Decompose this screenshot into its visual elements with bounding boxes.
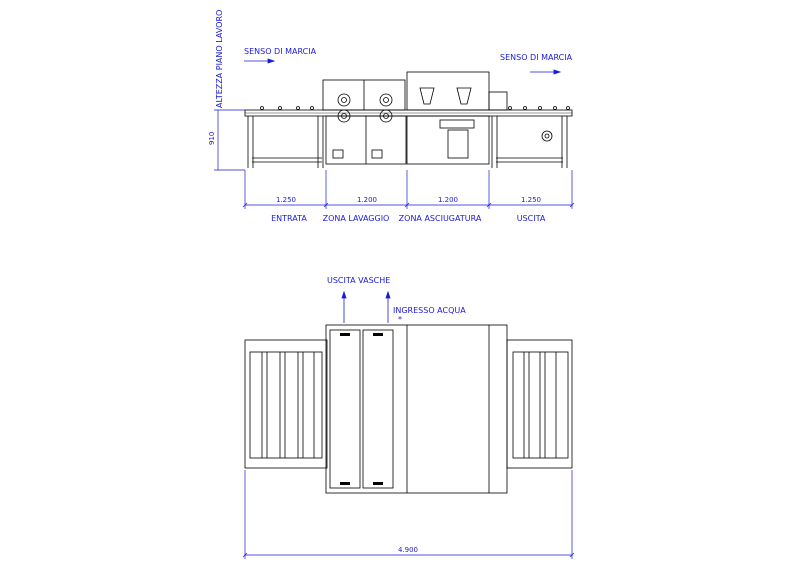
water-inlet-mark: *: [398, 315, 402, 324]
tank-outlet-label: USCITA VASCHE: [327, 276, 390, 285]
height-value: 910: [208, 132, 216, 145]
zone-name-asciugatura: ZONA ASCIUGATURA: [399, 214, 482, 223]
zone-length-4: 1.250: [521, 196, 541, 204]
total-length-value: 4.900: [398, 546, 418, 554]
zone-length-1: 1.250: [276, 196, 296, 204]
direction-label-left: SENSO DI MARCIA: [244, 47, 317, 56]
zone-name-entrata: ENTRATA: [271, 214, 307, 223]
work-height-label: ALTEZZA PIANO LAVORO: [215, 10, 224, 108]
door-handles: [340, 333, 383, 485]
zone-length-2: 1.200: [357, 196, 377, 204]
total-length-dimension: [242, 470, 575, 559]
plan-view: [244, 324, 573, 494]
zone-name-lavaggio: ZONA LAVAGGIO: [323, 214, 390, 223]
direction-label-right: SENSO DI MARCIA: [500, 53, 573, 62]
zone-dimension-chain: [242, 170, 575, 209]
service-arrows: [341, 290, 391, 323]
side-elevation: [244, 71, 573, 168]
height-dimension: [214, 109, 245, 171]
water-inlet-label: INGRESSO ACQUA: [393, 306, 466, 315]
direction-arrows: [244, 58, 562, 75]
zone-length-3: 1.200: [438, 196, 458, 204]
zone-name-uscita: USCITA: [517, 214, 546, 223]
